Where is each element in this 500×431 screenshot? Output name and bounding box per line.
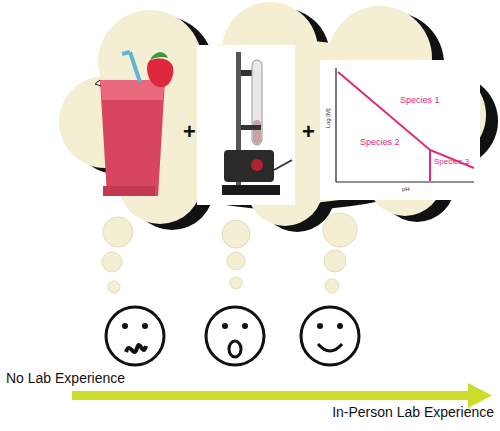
face-eyes xyxy=(122,323,343,329)
axis-label: pH xyxy=(402,186,410,193)
plus-sign: + xyxy=(183,120,196,144)
start-label: No Lab Experience xyxy=(6,371,125,386)
lab-apparatus-photo xyxy=(197,45,295,205)
thought-bubbles xyxy=(102,213,357,293)
speciation-chart xyxy=(320,60,480,200)
smoothie-glass xyxy=(95,52,173,196)
series-label: Species 2 xyxy=(360,138,400,148)
series-label: Species 1 xyxy=(400,96,440,106)
series-label: Species 3 xyxy=(434,158,469,167)
faces xyxy=(106,307,359,365)
surprised-mouth xyxy=(229,341,241,357)
plus-sign: + xyxy=(302,120,315,144)
worried-mouth xyxy=(126,345,146,352)
end-label: In-Person Lab Experience xyxy=(332,405,494,420)
axis-label: Log [M] xyxy=(325,108,332,128)
thought-cloud xyxy=(59,2,486,226)
smile-mouth xyxy=(318,344,342,351)
